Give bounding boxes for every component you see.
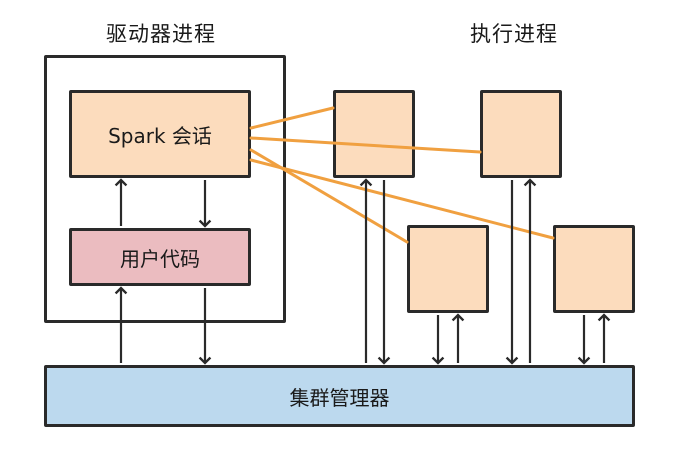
user-code-label: 用户代码 — [120, 246, 200, 271]
session-executor-line — [249, 106, 335, 130]
cluster-manager-box — [44, 365, 635, 427]
session-executor-line — [249, 158, 555, 240]
spark-session-box — [69, 90, 251, 178]
spark-session-label: Spark 会话 — [108, 123, 212, 148]
executor-box — [480, 90, 562, 178]
executor-box — [553, 225, 635, 313]
executor-box — [407, 225, 489, 313]
cluster-manager-label: 集群管理器 — [289, 385, 390, 410]
driver-process-title: 驱动器进程 — [106, 22, 216, 46]
executor-process-title: 执行进程 — [470, 22, 558, 46]
executor-box — [333, 90, 415, 178]
user-code-box — [69, 228, 251, 286]
session-executor-line — [249, 136, 482, 154]
